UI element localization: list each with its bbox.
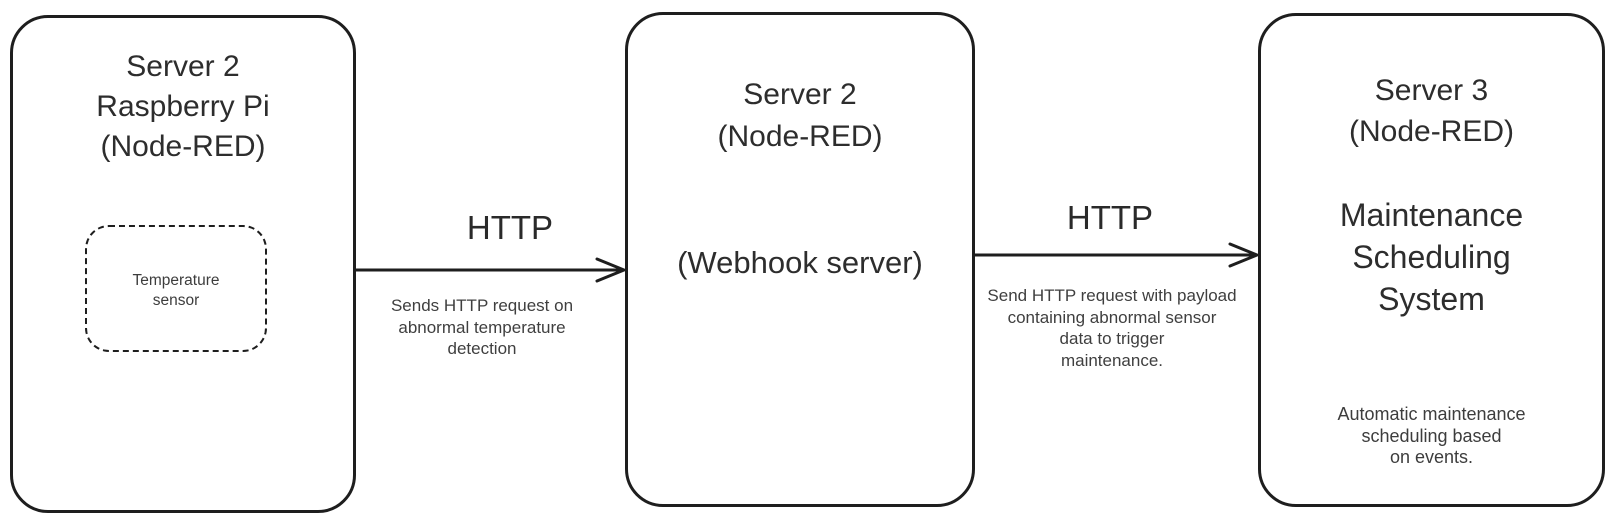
node-title-line: (Node-RED) bbox=[100, 130, 266, 163]
node-server2-webhook: Server 2 (Node-RED) (Webhook server) bbox=[625, 12, 975, 507]
maintenance-note-line: scheduling based bbox=[1361, 425, 1502, 446]
node-title-line: (Node-RED) bbox=[717, 120, 883, 153]
node-title-line: Server 2 bbox=[743, 78, 857, 111]
node-server3-maintenance: Server 3 (Node-RED) Maintenance Scheduli… bbox=[1258, 13, 1605, 507]
node-server2-raspberry-pi: Server 2 Raspberry Pi (Node-RED) Tempera… bbox=[10, 15, 356, 513]
edge2-description: Send HTTP request with payload containin… bbox=[987, 285, 1236, 371]
http-arrow-2 bbox=[973, 242, 1259, 268]
maintenance-subtitle-line: Scheduling bbox=[1352, 239, 1511, 275]
edge1-description-line: detection bbox=[447, 339, 517, 358]
node-title-line: Server 2 bbox=[126, 50, 240, 83]
webhook-server-subtitle: (Webhook server) bbox=[677, 245, 923, 280]
maintenance-note-line: on events. bbox=[1389, 447, 1474, 467]
http-label-1: HTTP bbox=[466, 209, 554, 246]
node-title: Server 3 (Node-RED) bbox=[1261, 70, 1602, 152]
maintenance-system-subtitle: Maintenance Scheduling System bbox=[1261, 194, 1602, 320]
node-title-line: Server 3 bbox=[1374, 74, 1489, 107]
http-label-2: HTTP bbox=[1066, 199, 1154, 236]
edge2-description-line: containing abnormal sensor bbox=[1007, 307, 1217, 327]
arrow-head-icon bbox=[595, 257, 626, 283]
node-title-line: (Node-RED) bbox=[1348, 115, 1515, 148]
maintenance-subtitle-line: System bbox=[1378, 281, 1485, 317]
node-title: Server 2 (Node-RED) bbox=[628, 74, 972, 158]
http-arrow-1 bbox=[354, 257, 626, 283]
edge1-description-line: Sends HTTP request on bbox=[390, 296, 574, 315]
temperature-sensor-label-line: Temperature bbox=[132, 272, 220, 289]
maintenance-note: Automatic maintenance scheduling based o… bbox=[1261, 404, 1602, 469]
edge1-description-line: abnormal temperature bbox=[398, 317, 566, 337]
temperature-sensor-label-line: sensor bbox=[152, 291, 200, 309]
edge1-description: Sends HTTP request on abnormal temperatu… bbox=[391, 295, 573, 360]
maintenance-subtitle-line: Maintenance bbox=[1339, 197, 1524, 233]
temperature-sensor-box: Temperature sensor bbox=[85, 225, 267, 352]
edge2-description-line: maintenance. bbox=[1060, 350, 1164, 370]
edge2-description-line: Send HTTP request with payload bbox=[987, 286, 1237, 305]
node-title: Server 2 Raspberry Pi (Node-RED) bbox=[13, 47, 353, 167]
edge2-description-line: data to trigger bbox=[1059, 329, 1165, 348]
maintenance-note-line: Automatic maintenance bbox=[1337, 404, 1526, 424]
node-title-line: Raspberry Pi bbox=[96, 90, 270, 123]
arrow-head-icon bbox=[1228, 242, 1259, 268]
